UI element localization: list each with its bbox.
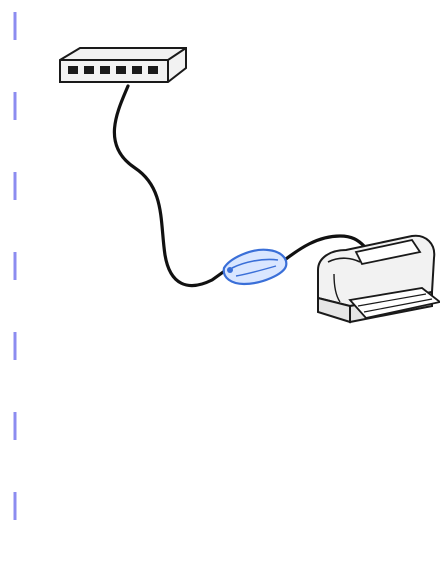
inkjet-printer-icon xyxy=(318,236,440,322)
print-server-icon xyxy=(224,250,287,284)
network-cable xyxy=(114,86,226,286)
network-switch-icon xyxy=(60,48,186,82)
